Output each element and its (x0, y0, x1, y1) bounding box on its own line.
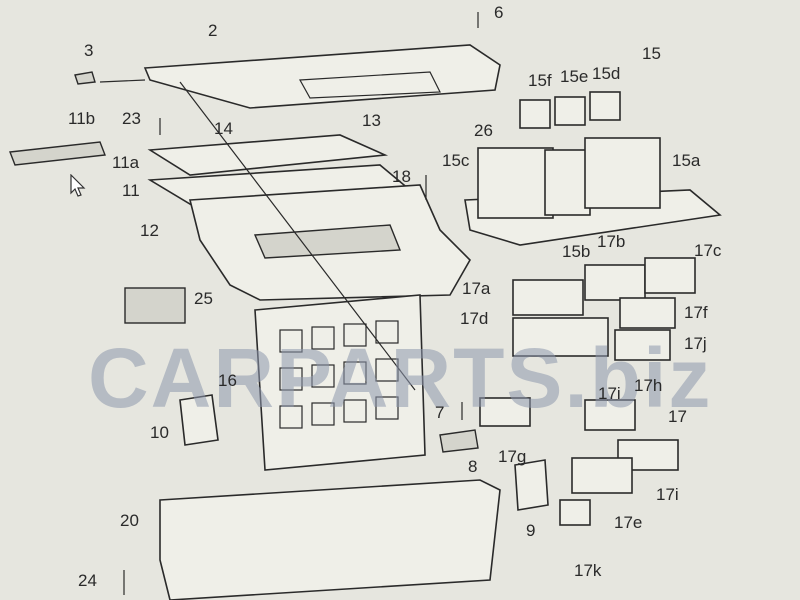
label-11: 11 (122, 181, 140, 200)
label-10: 10 (150, 423, 169, 442)
label-14: 14 (214, 119, 233, 138)
label-25: 25 (194, 289, 213, 308)
label-20: 20 (120, 511, 139, 530)
label-17a: 17a (462, 279, 491, 298)
label-17i-b: 17i (656, 485, 679, 504)
clip-part (74, 71, 96, 85)
label-15a: 15a (672, 151, 701, 170)
relay-17b (584, 264, 646, 301)
label-18: 18 (392, 167, 411, 186)
label-11b: 11b (68, 109, 96, 128)
relay-15d (589, 91, 621, 121)
relay-17g (479, 397, 531, 427)
label-17: 17 (668, 407, 687, 426)
relay-17d (512, 317, 609, 357)
label-24: 24 (78, 571, 97, 590)
label-26: 26 (474, 121, 493, 140)
label-13: 13 (362, 111, 381, 130)
label-15d: 15d (592, 64, 621, 83)
relay-17j (614, 329, 671, 361)
strip-11b (9, 141, 106, 166)
relay-17f (619, 297, 676, 329)
relay-17i (584, 399, 636, 431)
relay-panel-16 (254, 294, 426, 471)
label-16: 16 (218, 371, 237, 390)
label-11a: 11a (112, 153, 140, 172)
mouse-cursor-icon (70, 174, 86, 197)
label-15b: 15b (562, 242, 591, 261)
label-15c: 15c (442, 151, 470, 170)
label-6: 6 (494, 3, 504, 22)
relay-17k (559, 499, 591, 526)
label-3: 3 (84, 41, 94, 60)
label-9: 9 (526, 521, 536, 540)
label-17k: 17k (574, 561, 602, 580)
relay-15b (544, 149, 591, 216)
bracket-9 (514, 459, 549, 511)
label-17j: 17j (684, 334, 707, 353)
label-15: 15 (642, 44, 661, 63)
bracket-10 (179, 394, 219, 446)
connector-25 (124, 287, 186, 324)
label-7: 7 (435, 403, 445, 422)
label-23: 23 (122, 109, 141, 128)
relay-15e (554, 96, 586, 126)
relay-15c (477, 147, 554, 219)
housing-20 (159, 479, 501, 600)
label-17b: 17b (597, 232, 626, 251)
relay-17i-b (617, 439, 679, 471)
label-17c: 17c (694, 241, 722, 260)
label-17d: 17d (460, 309, 489, 328)
lid-11a (147, 134, 389, 176)
relay-17a (512, 279, 584, 316)
relay-15f (519, 99, 551, 129)
clip-8 (439, 429, 479, 453)
watermark: CARPARTS.biz (88, 331, 713, 425)
label-17e: 17e (614, 513, 643, 532)
label-17i: 17i (598, 384, 621, 403)
label-15f: 15f (528, 71, 552, 90)
label-12: 12 (140, 221, 159, 240)
cover-part (143, 44, 501, 109)
label-8: 8 (468, 457, 478, 476)
label-17g: 17g (498, 447, 527, 466)
relay-17c (644, 257, 696, 294)
label-17h: 17h (634, 376, 663, 395)
relay-17e (571, 457, 633, 494)
label-15e: 15e (560, 67, 589, 86)
label-2: 2 (208, 21, 218, 40)
relay-15a (584, 137, 661, 209)
label-17f: 17f (684, 303, 708, 322)
